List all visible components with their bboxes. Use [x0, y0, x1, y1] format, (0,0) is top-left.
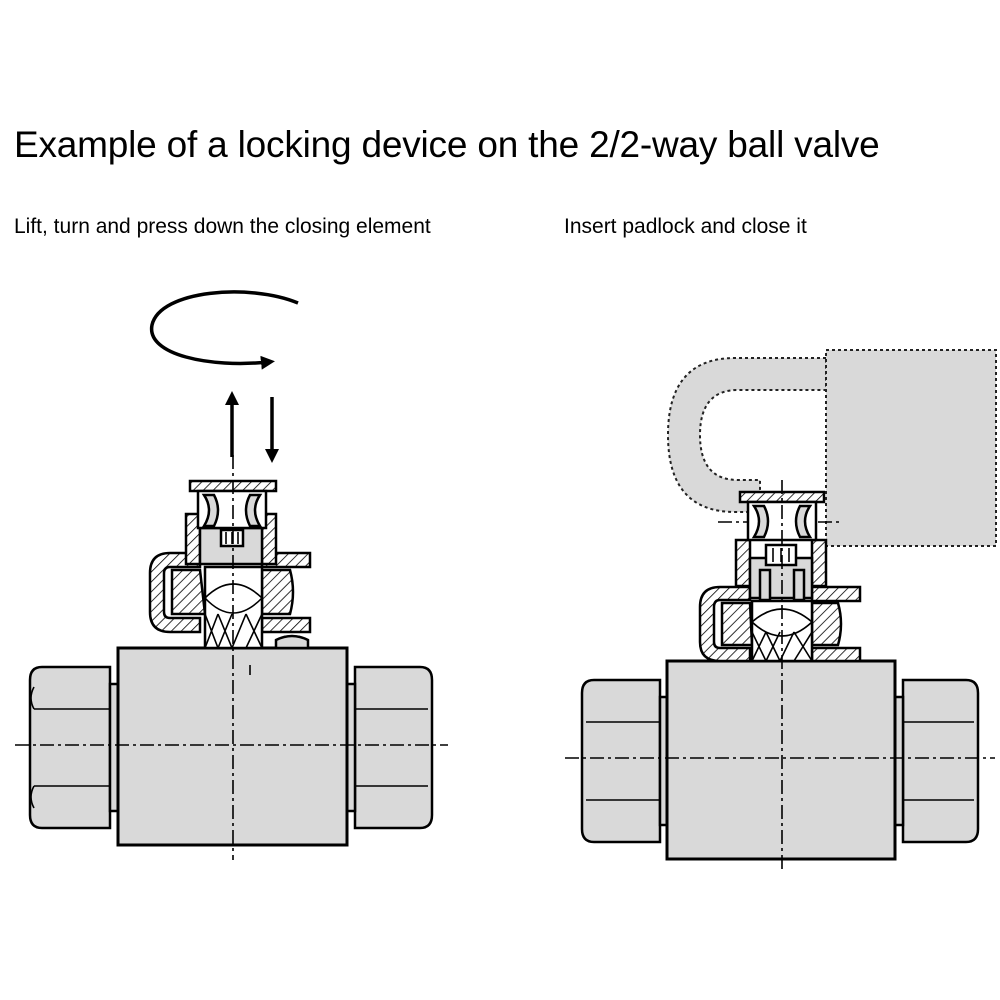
left-valve-stud	[274, 634, 310, 650]
curved-arrow-icon	[150, 290, 299, 370]
right-valve-locking-assembly	[698, 490, 862, 663]
right-valve	[565, 349, 997, 870]
caption-left: Lift, turn and press down the closing el…	[14, 215, 431, 238]
left-valve	[15, 455, 448, 860]
right-valve-left-hex-nut	[580, 678, 670, 844]
right-valve-right-hex-nut	[893, 678, 980, 844]
left-valve-right-hex-nut	[345, 665, 434, 830]
caption-right: Insert padlock and close it	[564, 215, 807, 238]
left-valve-left-hex-nut	[28, 665, 120, 830]
right-valve-body	[665, 659, 897, 861]
left-valve-locking-assembly	[148, 479, 312, 650]
page-title: Example of a locking device on the 2/2-w…	[14, 124, 880, 165]
padlock	[666, 349, 997, 547]
motion-arrows	[150, 290, 299, 463]
